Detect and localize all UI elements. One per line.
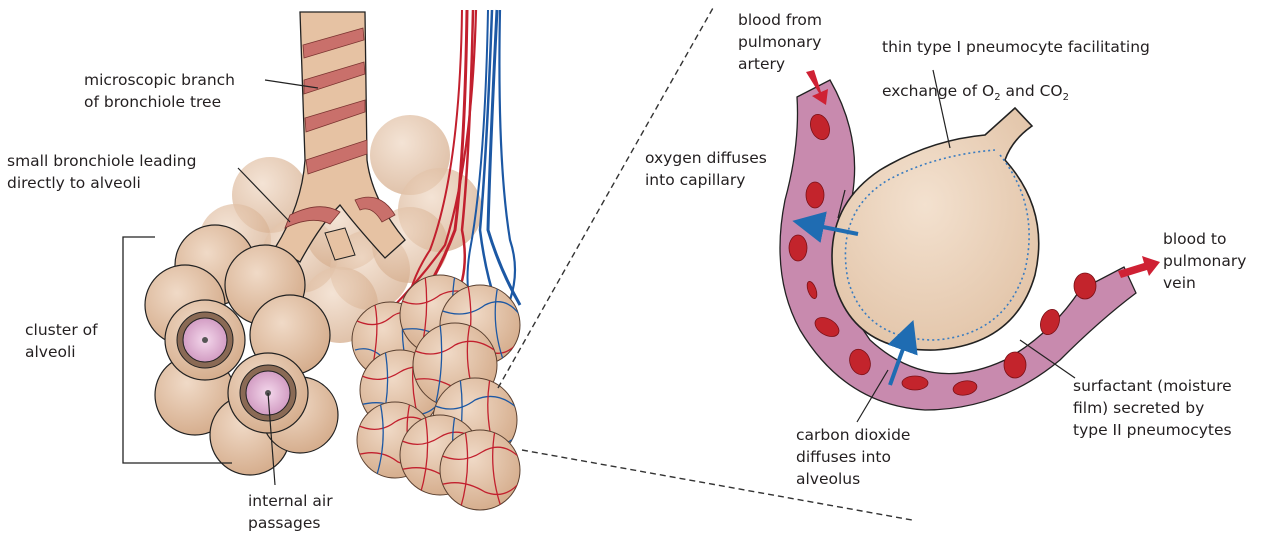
capillary-covered-alveoli: [352, 275, 520, 510]
label-pneumocyte: thin type I pneumocyte facilitating exch…: [882, 14, 1150, 109]
label-bronchiole-branch: microscopic branch of bronchiole tree: [84, 69, 235, 113]
label-blood-vein: blood to pulmonary vein: [1163, 228, 1246, 294]
label-air-passages: internal air passages: [248, 490, 333, 534]
pneumocyte-line1: thin type I pneumocyte facilitating: [882, 38, 1150, 56]
label-cluster: cluster of alveoli: [25, 319, 98, 363]
co2-subscript: 2: [1063, 92, 1069, 103]
pneumocyte-and: and CO: [1001, 82, 1063, 100]
label-oxygen: oxygen diffuses into capillary: [645, 147, 767, 191]
label-carbon-dioxide: carbon dioxide diffuses into alveolus: [796, 424, 910, 490]
label-small-bronchiole: small bronchiole leading directly to alv…: [7, 150, 196, 194]
label-surfactant: surfactant (moisture film) secreted by t…: [1073, 375, 1232, 441]
pneumocyte-line2-prefix: exchange of O: [882, 82, 994, 100]
zoomed-alveolus: [780, 70, 1160, 410]
label-blood-artery: blood from pulmonary artery: [738, 9, 822, 75]
